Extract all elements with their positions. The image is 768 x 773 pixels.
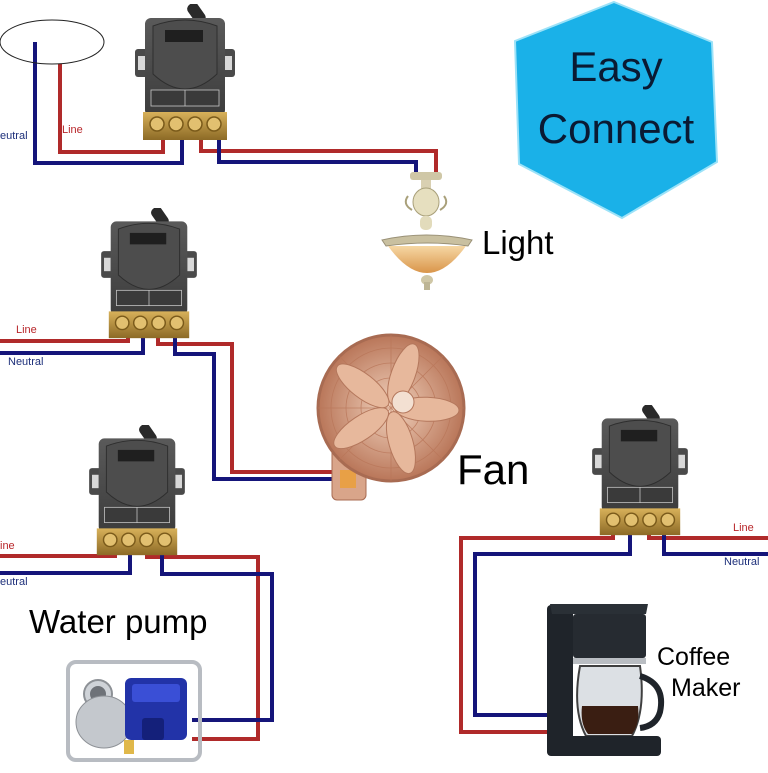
coffee-maker-icon	[547, 604, 664, 756]
wire-neutral-out-coffee	[473, 522, 632, 717]
wire-neutral-out-fan	[173, 318, 335, 481]
power-source-ellipse	[0, 19, 105, 65]
wire-neutral-in-top	[33, 42, 184, 165]
label-neutral-fan: Neutral	[8, 356, 44, 368]
label-line-fan: Line	[16, 324, 37, 336]
wall-fan-icon	[316, 333, 466, 501]
easy-connect-badge	[513, 0, 719, 220]
wire-neutral-out-pump	[160, 538, 274, 722]
label-neutral-coffee: Neutral	[724, 556, 760, 568]
label-fan: Fan	[457, 446, 530, 493]
label-line-pump: ine	[0, 540, 15, 552]
label-line-top: Line	[62, 124, 83, 136]
relay-switch-coffee-maker[interactable]	[592, 402, 688, 536]
badge-text-connect: Connect	[537, 105, 695, 152]
relay-switch-fan[interactable]	[101, 205, 197, 339]
label-neutral-pump: eutral	[0, 576, 28, 588]
wire-line-out-light	[199, 123, 438, 172]
water-pump-icon	[66, 660, 202, 762]
label-water-pump: Water pump	[29, 603, 208, 640]
wire-neutral-out-light	[217, 123, 418, 172]
label-maker: Maker	[671, 674, 741, 702]
relay-switch-light[interactable]	[135, 1, 235, 141]
chandelier-light-icon	[381, 172, 473, 290]
badge-text-easy: Easy	[569, 43, 663, 90]
relay-switch-water-pump[interactable]	[89, 422, 185, 556]
label-light: Light	[482, 224, 554, 261]
wire-line-out-fan	[156, 318, 335, 474]
label-coffee: Coffee	[657, 643, 731, 671]
label-neutral-top: eutral	[0, 130, 28, 142]
label-line-coffee: Line	[733, 522, 754, 534]
